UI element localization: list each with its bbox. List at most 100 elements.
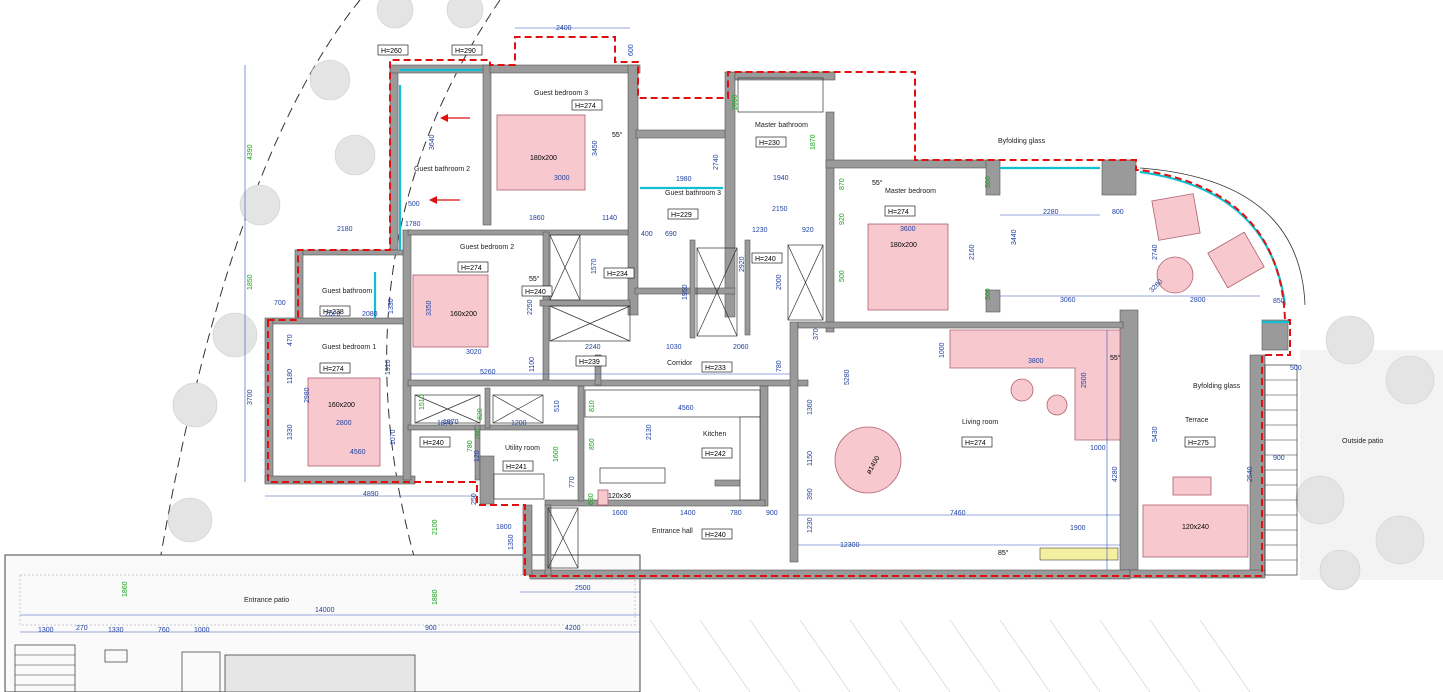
svg-text:H=290: H=290 [455, 48, 476, 55]
svg-text:3640: 3640 [429, 134, 436, 150]
svg-text:1000: 1000 [1090, 445, 1106, 452]
svg-text:2280: 2280 [1043, 209, 1059, 216]
svg-text:510: 510 [554, 400, 561, 412]
svg-text:690: 690 [665, 231, 677, 238]
height-tag: H=233 [701, 361, 733, 373]
svg-text:1100: 1100 [529, 357, 536, 372]
bed-master [867, 223, 949, 311]
height-tag: H=240 [701, 528, 733, 540]
svg-text:2100: 2100 [432, 519, 439, 535]
svg-text:5430: 5430 [1152, 426, 1159, 442]
height-tag: H=260 [377, 44, 409, 56]
svg-text:H=260: H=260 [381, 48, 402, 55]
bench-size: 120x36 [608, 493, 631, 500]
svg-text:1780: 1780 [405, 221, 421, 228]
svg-text:1200: 1200 [511, 420, 527, 427]
svg-text:3450: 3450 [592, 140, 599, 156]
height-tag: H=230 [755, 136, 787, 148]
svg-text:2740: 2740 [713, 154, 720, 170]
sofa-l [949, 329, 1121, 441]
height-tag: H=290 [451, 44, 483, 56]
svg-text:12300: 12300 [840, 542, 860, 549]
kitchen-counters [493, 389, 761, 501]
svg-text:1870: 1870 [443, 419, 459, 426]
svg-text:1950: 1950 [682, 284, 689, 300]
svg-text:1800: 1800 [496, 524, 512, 531]
svg-text:2180: 2180 [337, 226, 353, 233]
svg-text:2250: 2250 [527, 299, 534, 315]
svg-text:250: 250 [471, 493, 478, 505]
terrace-glass [373, 68, 1306, 324]
svg-text:700: 700 [274, 300, 286, 307]
dimension-lines [20, 27, 1260, 633]
svg-text:800: 800 [1112, 209, 1124, 216]
svg-text:4390: 4390 [247, 144, 254, 160]
room-name-master-bathroom: Master bathroom [755, 122, 808, 129]
svg-text:14000: 14000 [315, 607, 335, 614]
room-name-guest-bedroom-1: Guest bedroom 1 [322, 344, 376, 351]
svg-text:630: 630 [588, 493, 595, 505]
svg-text:1030: 1030 [666, 344, 682, 351]
svg-text:2740: 2740 [1152, 244, 1159, 260]
svg-text:H=229: H=229 [671, 212, 692, 219]
height-tag: H=240 [419, 436, 451, 448]
angle-guest-3: 55° [612, 131, 623, 139]
svg-text:1940: 1940 [773, 175, 789, 182]
svg-text:1230: 1230 [752, 227, 768, 234]
height-tag: H=240 [521, 285, 553, 297]
svg-text:H=233: H=233 [705, 365, 726, 372]
svg-text:H=230: H=230 [759, 140, 780, 147]
room-name-utility-room: Utility room [505, 445, 540, 452]
svg-text:5280: 5280 [844, 369, 851, 385]
svg-text:2800: 2800 [336, 420, 352, 427]
svg-text:2000: 2000 [776, 274, 783, 290]
svg-text:770: 770 [569, 476, 576, 488]
height-tag: H=241 [502, 460, 534, 472]
svg-text:1880: 1880 [432, 589, 439, 605]
svg-text:1400: 1400 [680, 510, 696, 517]
svg-text:4560: 4560 [350, 449, 366, 456]
svg-text:3600: 3600 [900, 226, 916, 233]
svg-text:H=275: H=275 [1188, 440, 1209, 447]
sofa-terrace-size: 120x240 [1182, 524, 1209, 531]
sofa-terrace [1142, 504, 1249, 558]
svg-text:900: 900 [766, 510, 778, 517]
svg-text:H=241: H=241 [506, 464, 527, 471]
svg-text:2060: 2060 [733, 344, 749, 351]
svg-text:900: 900 [1273, 455, 1285, 462]
dimension-texts: 2400 600 3640 3450 3000 1860 1140 1980 2… [38, 25, 1302, 634]
svg-text:1600: 1600 [553, 446, 560, 462]
arrows [429, 114, 470, 204]
height-tag: H=274 [571, 99, 603, 111]
height-tag: H=238 [319, 305, 351, 317]
svg-text:1070: 1070 [390, 429, 397, 445]
bed-guest-1 [307, 377, 381, 467]
svg-text:H=240: H=240 [755, 256, 776, 263]
svg-text:780: 780 [776, 360, 783, 372]
svg-text:500: 500 [985, 288, 992, 300]
svg-text:3800: 3800 [1028, 358, 1044, 365]
svg-text:3020: 3020 [466, 349, 482, 356]
room-name-master-bedroom: Master bedroom [885, 188, 936, 195]
svg-text:H=239: H=239 [579, 359, 600, 366]
svg-text:820: 820 [477, 408, 484, 420]
room-name-entrance-patio: Entrance patio [244, 597, 289, 604]
svg-text:7460: 7460 [950, 510, 966, 517]
svg-text:H=274: H=274 [323, 366, 344, 373]
svg-text:2920: 2920 [739, 256, 746, 272]
svg-text:600: 600 [628, 44, 635, 56]
height-tag: H=274 [457, 261, 489, 273]
height-tags: H=274 H=260 H=229 H=230 H=274 H=274 H=23… [319, 44, 1216, 540]
svg-text:2130: 2130 [646, 424, 653, 440]
wardrobes [414, 77, 824, 569]
svg-text:1910: 1910 [385, 359, 392, 375]
label-byfolding-top: Byfolding glass [998, 138, 1046, 145]
room-name-living-room: Living room [962, 419, 998, 426]
svg-text:270: 270 [76, 625, 88, 632]
svg-text:4890: 4890 [363, 491, 379, 498]
svg-text:2500: 2500 [1081, 372, 1088, 388]
svg-text:1860: 1860 [122, 581, 129, 597]
svg-text:2160: 2160 [969, 244, 976, 260]
dining-table [834, 426, 902, 494]
svg-text:780: 780 [475, 428, 482, 440]
